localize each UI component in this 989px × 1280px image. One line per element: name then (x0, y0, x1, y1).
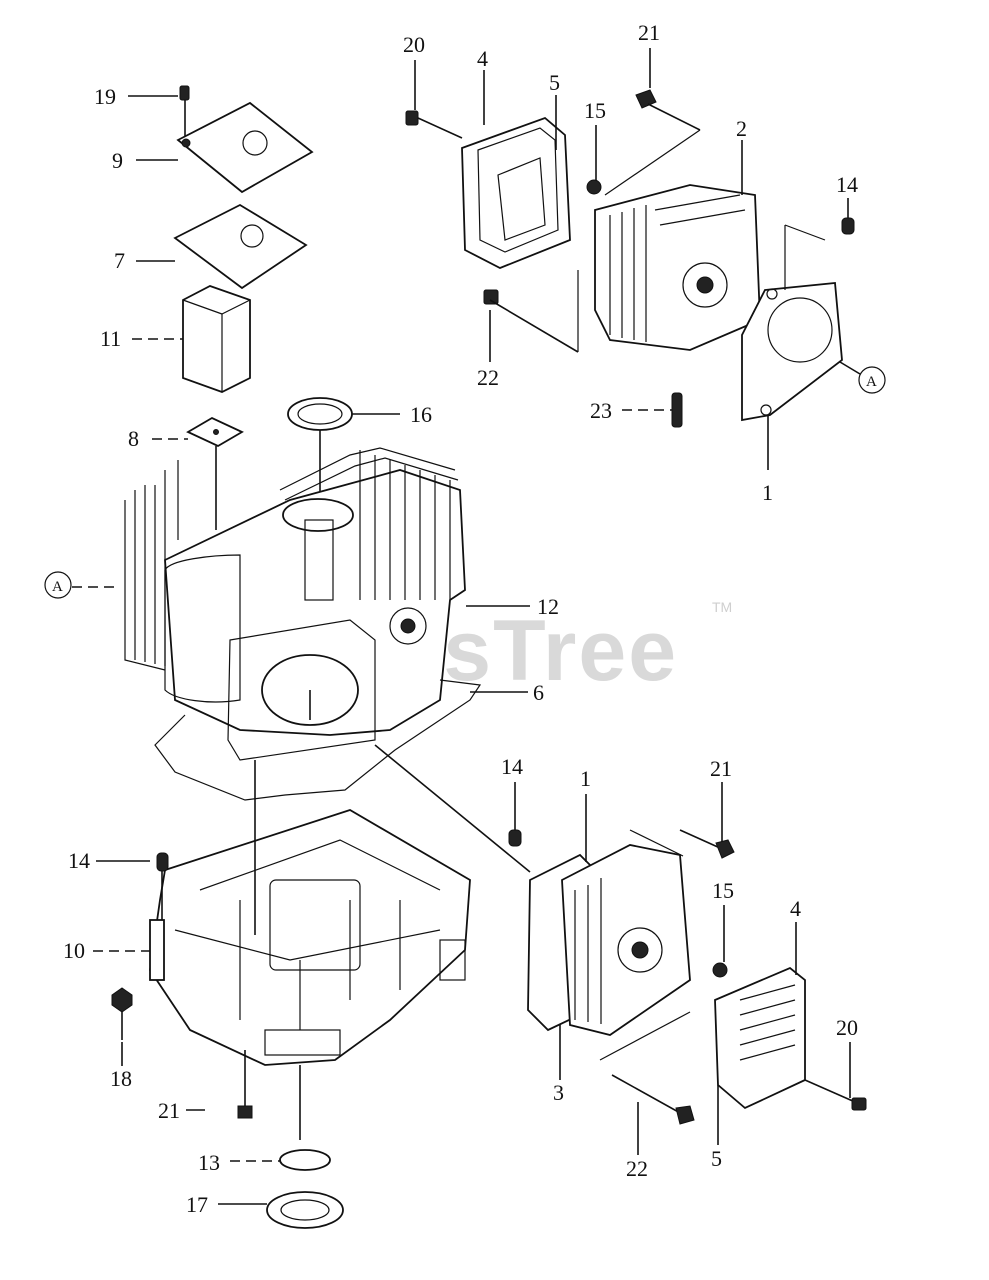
nut-15-top-part (586, 179, 602, 195)
cap-13-part (279, 1149, 331, 1171)
cover-plate-9-part (176, 101, 314, 194)
callout-22-bottom: 22 (626, 1156, 648, 1181)
ref-marker-a-left: A (44, 571, 120, 599)
valve-cover-4-top-part (461, 116, 571, 269)
nut-15-bottom-part (712, 962, 728, 978)
callout-5-bottom: 5 (711, 1146, 722, 1171)
callout-16: 16 (410, 402, 432, 427)
head-gasket-1-top-part (741, 224, 843, 470)
bolt-20-top-part (405, 110, 463, 139)
bolt-18-part (111, 987, 133, 1040)
callout-4-bottom: 4 (790, 896, 801, 921)
callout-14-top: 14 (836, 172, 858, 197)
watermark-tm: TM (712, 599, 732, 615)
callout-5-top: 5 (549, 70, 560, 95)
callout-12: 12 (537, 594, 559, 619)
svg-text:A: A (866, 374, 877, 390)
callout-10: 10 (63, 938, 85, 963)
seal-17-part (266, 1191, 344, 1229)
svg-text:A: A (52, 579, 63, 595)
callout-1-bottom: 1 (580, 766, 591, 791)
callout-19: 19 (94, 84, 116, 109)
callout-20-top: 20 (403, 32, 425, 57)
callout-21-top: 21 (638, 20, 660, 45)
callout-18: 18 (110, 1066, 132, 1091)
callout-7: 7 (114, 248, 125, 273)
bolt-21-right-part (679, 829, 735, 859)
cylinder-head-bottom-part (561, 829, 691, 1036)
callout-20-bottom: 20 (836, 1015, 858, 1040)
crankcase-base-part (149, 760, 471, 1140)
cylinder-block-part (124, 447, 466, 761)
ref-marker-a-top: A (839, 361, 886, 394)
part-10 (149, 919, 165, 981)
pushrod-22-top-part (483, 270, 579, 353)
screw-19-part (179, 85, 190, 142)
callout-23: 23 (590, 398, 612, 423)
dowel-14-mid-part (508, 829, 522, 847)
cylinder-head-2-part (594, 184, 761, 351)
callout-1-top: 1 (762, 480, 773, 505)
callout-11: 11 (100, 326, 121, 351)
pushrod-22-bottom-part (599, 1011, 695, 1125)
callout-2: 2 (736, 116, 747, 141)
callout-15-top: 15 (584, 98, 606, 123)
callout-3: 3 (553, 1080, 564, 1105)
bolt-20-bottom-part (804, 1079, 867, 1111)
callout-17: 17 (186, 1192, 208, 1217)
callout-4-top: 4 (477, 46, 488, 71)
callout-8: 8 (128, 426, 139, 451)
callout-15-bottom: 15 (712, 878, 734, 903)
seal-16-part (287, 397, 353, 500)
callout-21-bottom: 21 (158, 1098, 180, 1123)
callout-14-left: 14 (68, 848, 90, 873)
callout-13: 13 (198, 1150, 220, 1175)
bolt-21-top-part (604, 89, 701, 196)
filter-block-11-part (182, 285, 251, 393)
callout-6: 6 (533, 680, 544, 705)
callout-9: 9 (112, 148, 123, 173)
bolt-21-bottom-part (237, 1050, 253, 1119)
dowel-14-top-part (841, 217, 855, 235)
pin-23-part (671, 392, 683, 428)
callout-14-mid: 14 (501, 754, 523, 779)
callout-22-top: 22 (477, 365, 499, 390)
callout-21-right: 21 (710, 756, 732, 781)
valve-cover-4-bottom-part (714, 966, 806, 1110)
gasket-7-part (173, 203, 308, 290)
